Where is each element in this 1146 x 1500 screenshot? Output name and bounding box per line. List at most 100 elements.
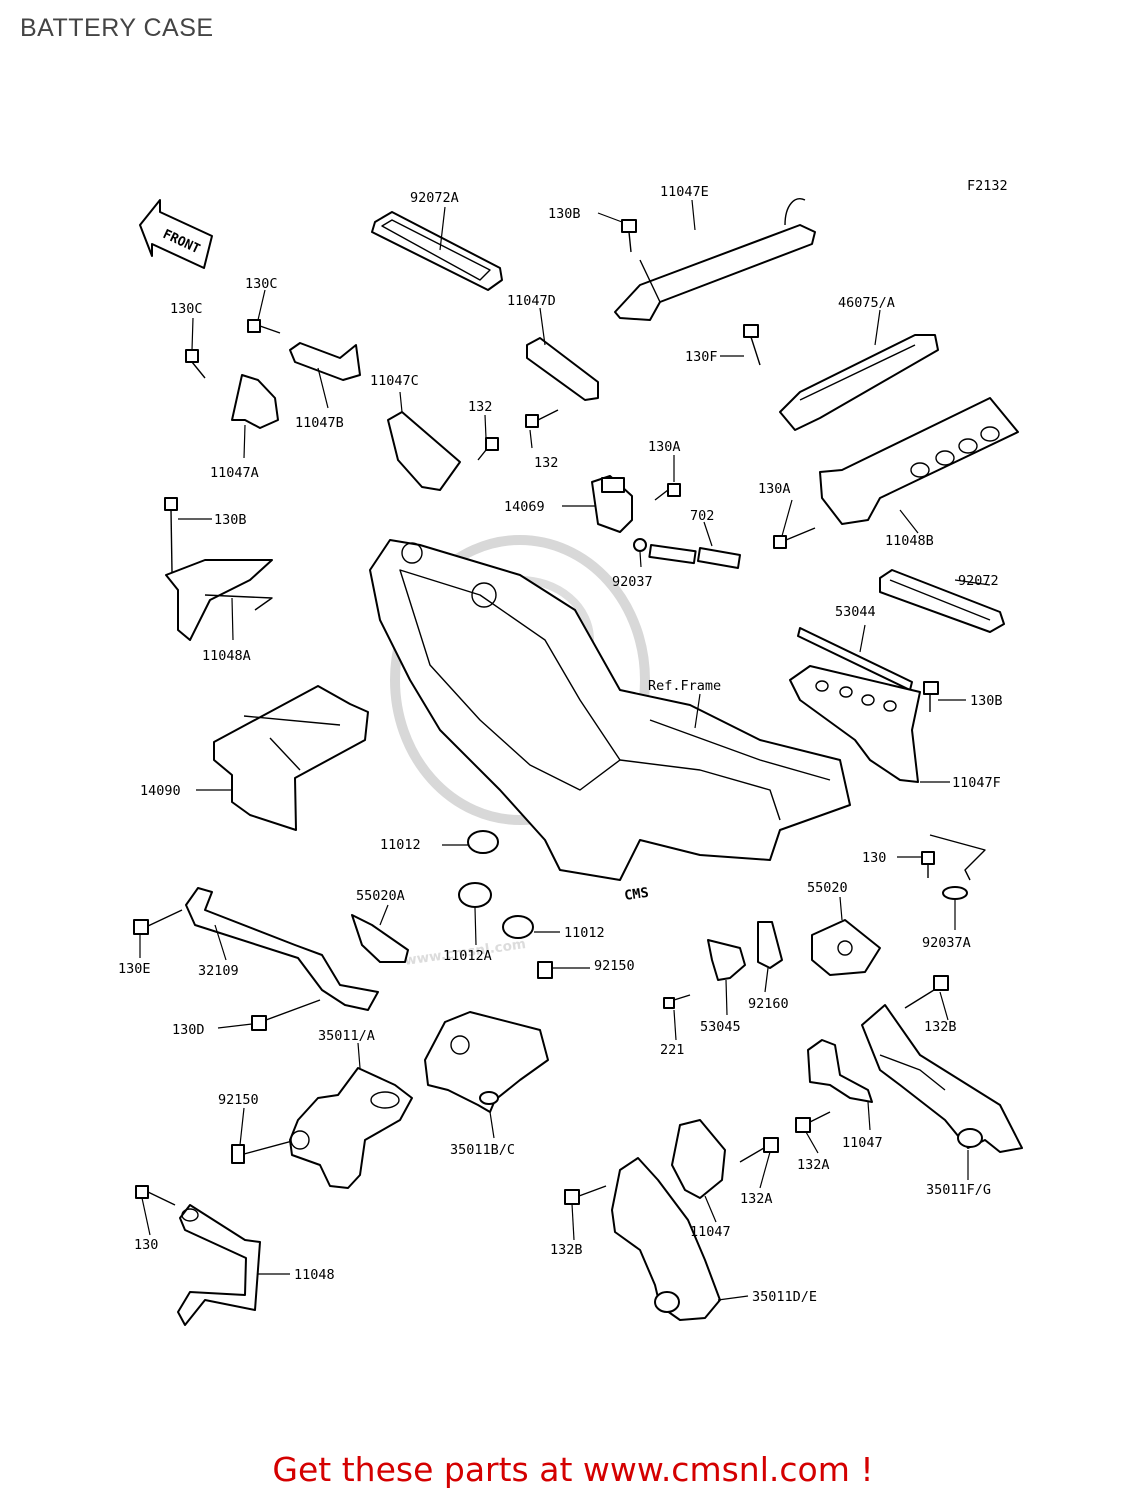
bolt-130B-right [923,681,939,712]
label-46075A: 46075/A [838,295,895,311]
label-35011BC: 35011B/C [450,1142,515,1158]
label-11047F: 11047F [952,775,1001,791]
part-11047F [789,665,921,783]
bolt-92150-a [537,961,553,979]
label-11047B: 11047B [295,415,344,431]
part-11047D [526,337,599,401]
bolt-130F [743,324,761,366]
part-46075A [779,334,939,431]
bolt-132-b [525,409,559,428]
label-132-a: 132 [468,399,492,415]
bolt-130E [133,909,183,935]
label-35011DE: 35011D/E [752,1289,817,1305]
label-11048B: 11048B [885,533,934,549]
part-labels: 92072A 11047E 130B 130C 11047D 130C 4607… [118,184,1003,1305]
bolt-130-left [135,1185,176,1206]
part-11048A [165,559,273,641]
label-221: 221 [660,1042,684,1058]
figure-code: F2132 [967,178,1008,194]
part-11012A [458,882,492,908]
part-55020A [351,914,409,963]
part-92160 [757,921,783,969]
label-132A-a: 132A [797,1157,830,1173]
part-92037A [929,834,986,900]
label-130C-a: 130C [170,301,203,317]
part-11012-a [467,830,499,854]
part-frame [369,539,851,881]
screw-221 [663,994,691,1009]
part-35011A [289,1067,413,1189]
bolt-132A-a [795,1111,831,1133]
label-14090: 14090 [140,783,181,799]
label-32109: 32109 [198,963,239,979]
bolt-130-right [921,851,935,878]
label-53045: 53045 [700,1019,741,1035]
part-11047A [231,374,279,429]
bolt-130B-top [621,219,637,253]
part-11047C [387,411,461,491]
label-130B-mid: 130B [214,512,247,528]
label-53044: 53044 [835,604,876,620]
part-11012-b [502,915,534,939]
part-11047E [614,198,816,321]
leader-lines [139,199,991,1301]
label-132B-b: 132B [550,1242,583,1258]
part-14069 [591,475,633,533]
bolt-132A-b [739,1137,779,1163]
parts-diagram: CMS www.cmsnl.com F2132 FRONT [118,178,1023,1326]
part-11047-b [671,1119,726,1199]
label-92150-b: 92150 [218,1092,259,1108]
label-130B-top: 130B [548,206,581,222]
part-11048 [177,1204,261,1326]
bolt-132B-b [564,1185,607,1205]
part-35011FG [861,1004,1023,1153]
bolt-130C-b [247,319,281,334]
label-11012A: 11012A [443,948,492,964]
label-55020A: 55020A [356,888,405,904]
label-132A-b: 132A [740,1191,773,1207]
label-130B-right: 130B [970,693,1003,709]
label-35011A: 35011/A [318,1028,375,1044]
bolt-132-a [477,437,499,461]
label-130F: 130F [685,349,718,365]
label-55020: 55020 [807,880,848,896]
part-53045 [707,939,746,981]
label-92072A: 92072A [410,190,459,206]
part-11047B [289,342,361,381]
part-702 [648,543,741,569]
part-92037 [633,538,647,552]
bolt-130A-b [773,527,816,549]
label-702: 702 [690,508,714,524]
part-55020 [811,919,881,976]
bolt-130C-a [185,349,206,379]
label-130A-b: 130A [758,481,791,497]
label-132B-a: 132B [924,1019,957,1035]
label-11047E: 11047E [660,184,709,200]
label-11047A: 11047A [210,465,259,481]
label-11047D: 11047D [507,293,556,309]
page-title: BATTERY CASE [20,14,214,42]
label-11048: 11048 [294,1267,335,1283]
label-130E: 130E [118,961,151,977]
label-ref-frame: Ref.Frame [648,678,721,694]
label-35011FG: 35011F/G [926,1182,991,1198]
part-32109 [185,887,379,1011]
label-11047C: 11047C [370,373,419,389]
part-11047-a [807,1039,873,1103]
part-92072A [371,211,503,291]
label-11047-a: 11047 [842,1135,883,1151]
label-92072: 92072 [958,573,999,589]
bolt-130B-mid [164,497,178,573]
part-11048B [819,397,1019,525]
label-130A-a: 130A [648,439,681,455]
cta-link[interactable]: Get these parts at www.cmsnl.com ! [272,1450,874,1489]
label-130D: 130D [172,1022,205,1038]
label-92037A: 92037A [922,935,971,951]
label-11012-b: 11012 [564,925,605,941]
bolt-130D [251,999,321,1031]
label-132-b: 132 [534,455,558,471]
label-130C-b: 130C [245,276,278,292]
label-130-right: 130 [862,850,886,866]
front-arrow-icon: FRONT [139,199,213,269]
part-92072 [879,569,1005,633]
